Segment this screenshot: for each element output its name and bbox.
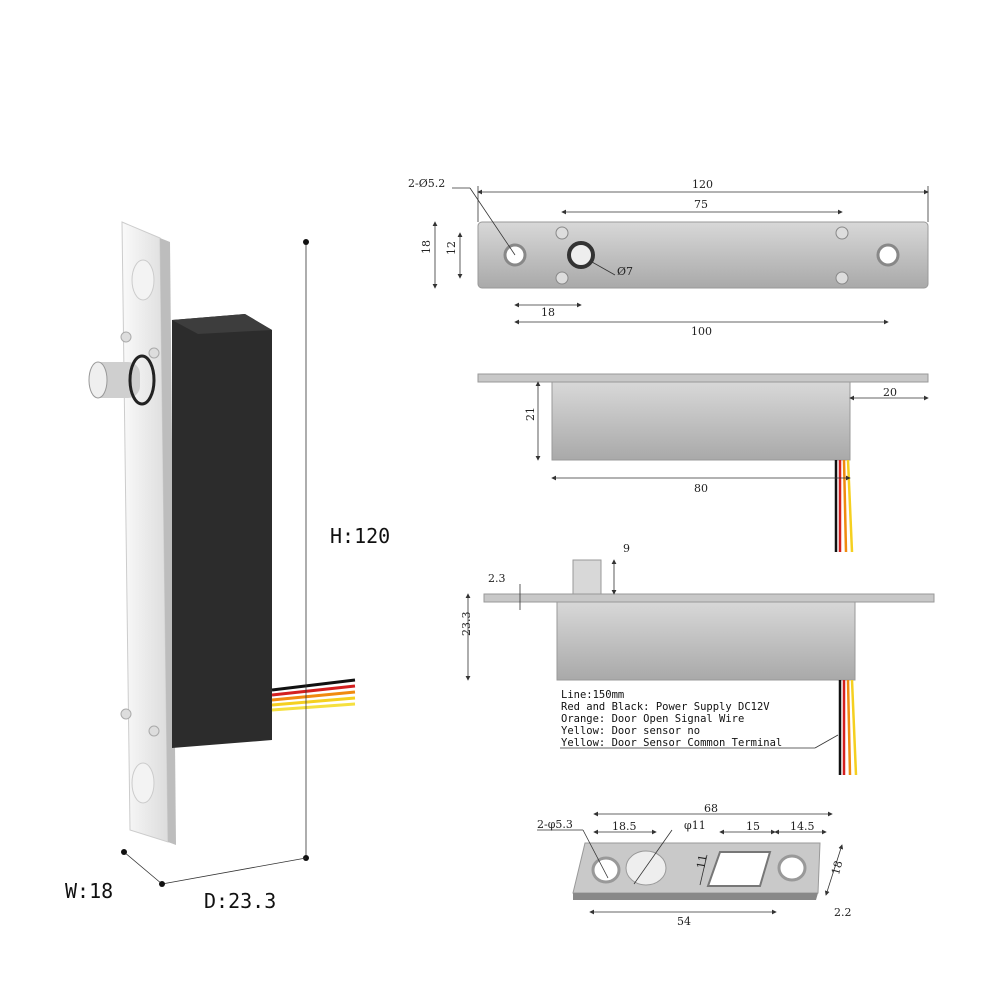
strike-width-dim: 18 (829, 859, 845, 876)
front-view: 9 2.3 23.3 Line:150mm Red and Black: Pow… (460, 542, 935, 776)
top-view: 2-Ø5.2 120 75 18 12 Ø7 18 100 (408, 177, 929, 338)
width-label: W:18 (65, 879, 113, 903)
hole-to-center-dim: 18.5 (612, 820, 637, 833)
body-height-dim: 21 (524, 407, 537, 421)
plate-overhang-dim: 20 (883, 386, 897, 399)
side-view: 21 80 20 (477, 373, 929, 553)
bolt-diameter-dim: Ø7 (617, 265, 633, 278)
plate-width-dim: 18 (420, 240, 433, 254)
center-hole-dim: φ11 (684, 819, 706, 832)
plate-thickness-dim: 2.3 (488, 572, 506, 585)
slot-width-dim: 15 (746, 820, 760, 833)
slot-height-dim: 11 (694, 854, 709, 870)
lock-product-render: H:120 W:18 D:23.3 (65, 221, 390, 913)
hole-spacing-dim: 100 (691, 325, 712, 338)
wire-note-power: Red and Black: Power Supply DC12V (561, 701, 770, 713)
hole-diameter-label: 2-Ø5.2 (408, 177, 445, 190)
wire-note-line-length: Line:150mm (561, 689, 624, 701)
wire-note-sensor-no: Yellow: Door sensor no (561, 725, 700, 737)
strike-hole-spacing-dim: 54 (677, 915, 691, 928)
bolt-height-dim: 9 (623, 542, 630, 555)
length-dim: 120 (692, 178, 713, 191)
strike-hole-diameter-label: 2-φ5.3 (537, 818, 573, 831)
depth-label: D:23.3 (204, 889, 276, 913)
strike-length-dim: 68 (704, 802, 718, 815)
strike-plate-view: 2-φ5.3 68 18.5 φ11 15 14.5 11 18 54 2.2 (537, 802, 852, 928)
body-length-dim: 80 (694, 482, 708, 495)
slot-to-end-dim: 14.5 (790, 820, 815, 833)
screw-offset-dim: 12 (445, 241, 458, 255)
total-depth-dim: 23.3 (460, 612, 473, 637)
wire-note-signal: Orange: Door Open Signal Wire (561, 713, 744, 725)
height-label: H:120 (330, 524, 390, 548)
strike-thickness-dim: 2.2 (834, 906, 852, 919)
wire-note-sensor-common: Yellow: Door Sensor Common Terminal (561, 737, 782, 749)
screw-spacing-dim: 75 (694, 198, 708, 211)
hole-to-bolt-dim: 18 (541, 306, 555, 319)
wire-bundle (271, 678, 356, 712)
